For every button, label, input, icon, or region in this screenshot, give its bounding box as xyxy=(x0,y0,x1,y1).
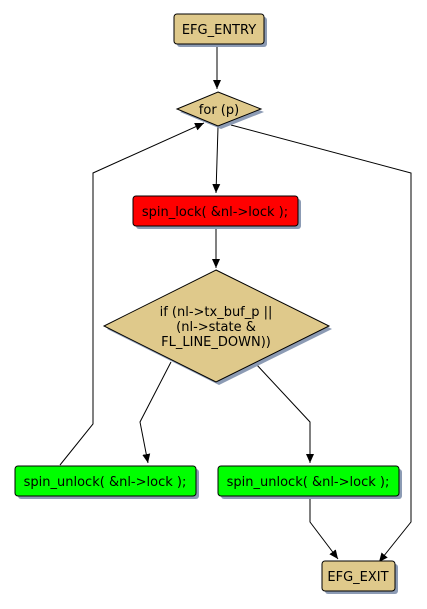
lock-node: spin_lock( &nl->lock ); xyxy=(132,195,301,229)
edges xyxy=(59,46,412,563)
edge-cond-to-unlock-left xyxy=(139,361,172,464)
unlock-right-node: spin_unlock( &nl->lock ); xyxy=(217,465,402,499)
unlock-left-label: spin_unlock( &nl->lock ); xyxy=(24,475,187,490)
edge-unlock-right-to-exit xyxy=(309,497,339,560)
exit-label: EFG_EXIT xyxy=(327,570,388,585)
entry-label: EFG_ENTRY xyxy=(182,23,256,38)
lock-label: spin_lock( &nl->lock ); xyxy=(142,205,288,220)
edge-cond-to-unlock-right xyxy=(255,363,314,463)
edge-unlock-left-to-loop xyxy=(59,122,205,466)
unlock-right-label: spin_unlock( &nl->lock ); xyxy=(227,475,390,490)
cond-node: if (nl->tx_buf_p || (nl->state & FL_LINE… xyxy=(102,269,332,385)
cond-line-3: FL_LINE_DOWN)) xyxy=(161,335,271,350)
loop-label: for (p) xyxy=(199,103,239,118)
edge-loop-to-lock xyxy=(212,126,221,194)
cond-line-2: (nl->state & xyxy=(176,320,256,335)
cond-line-1: if (nl->tx_buf_p || xyxy=(160,305,273,320)
unlock-left-node: spin_unlock( &nl->lock ); xyxy=(14,465,199,499)
entry-node: EFG_ENTRY xyxy=(173,13,267,47)
exit-node: EFG_EXIT xyxy=(321,560,398,594)
loop-node: for (p) xyxy=(175,91,264,129)
edge-loop-to-exit xyxy=(230,124,412,563)
